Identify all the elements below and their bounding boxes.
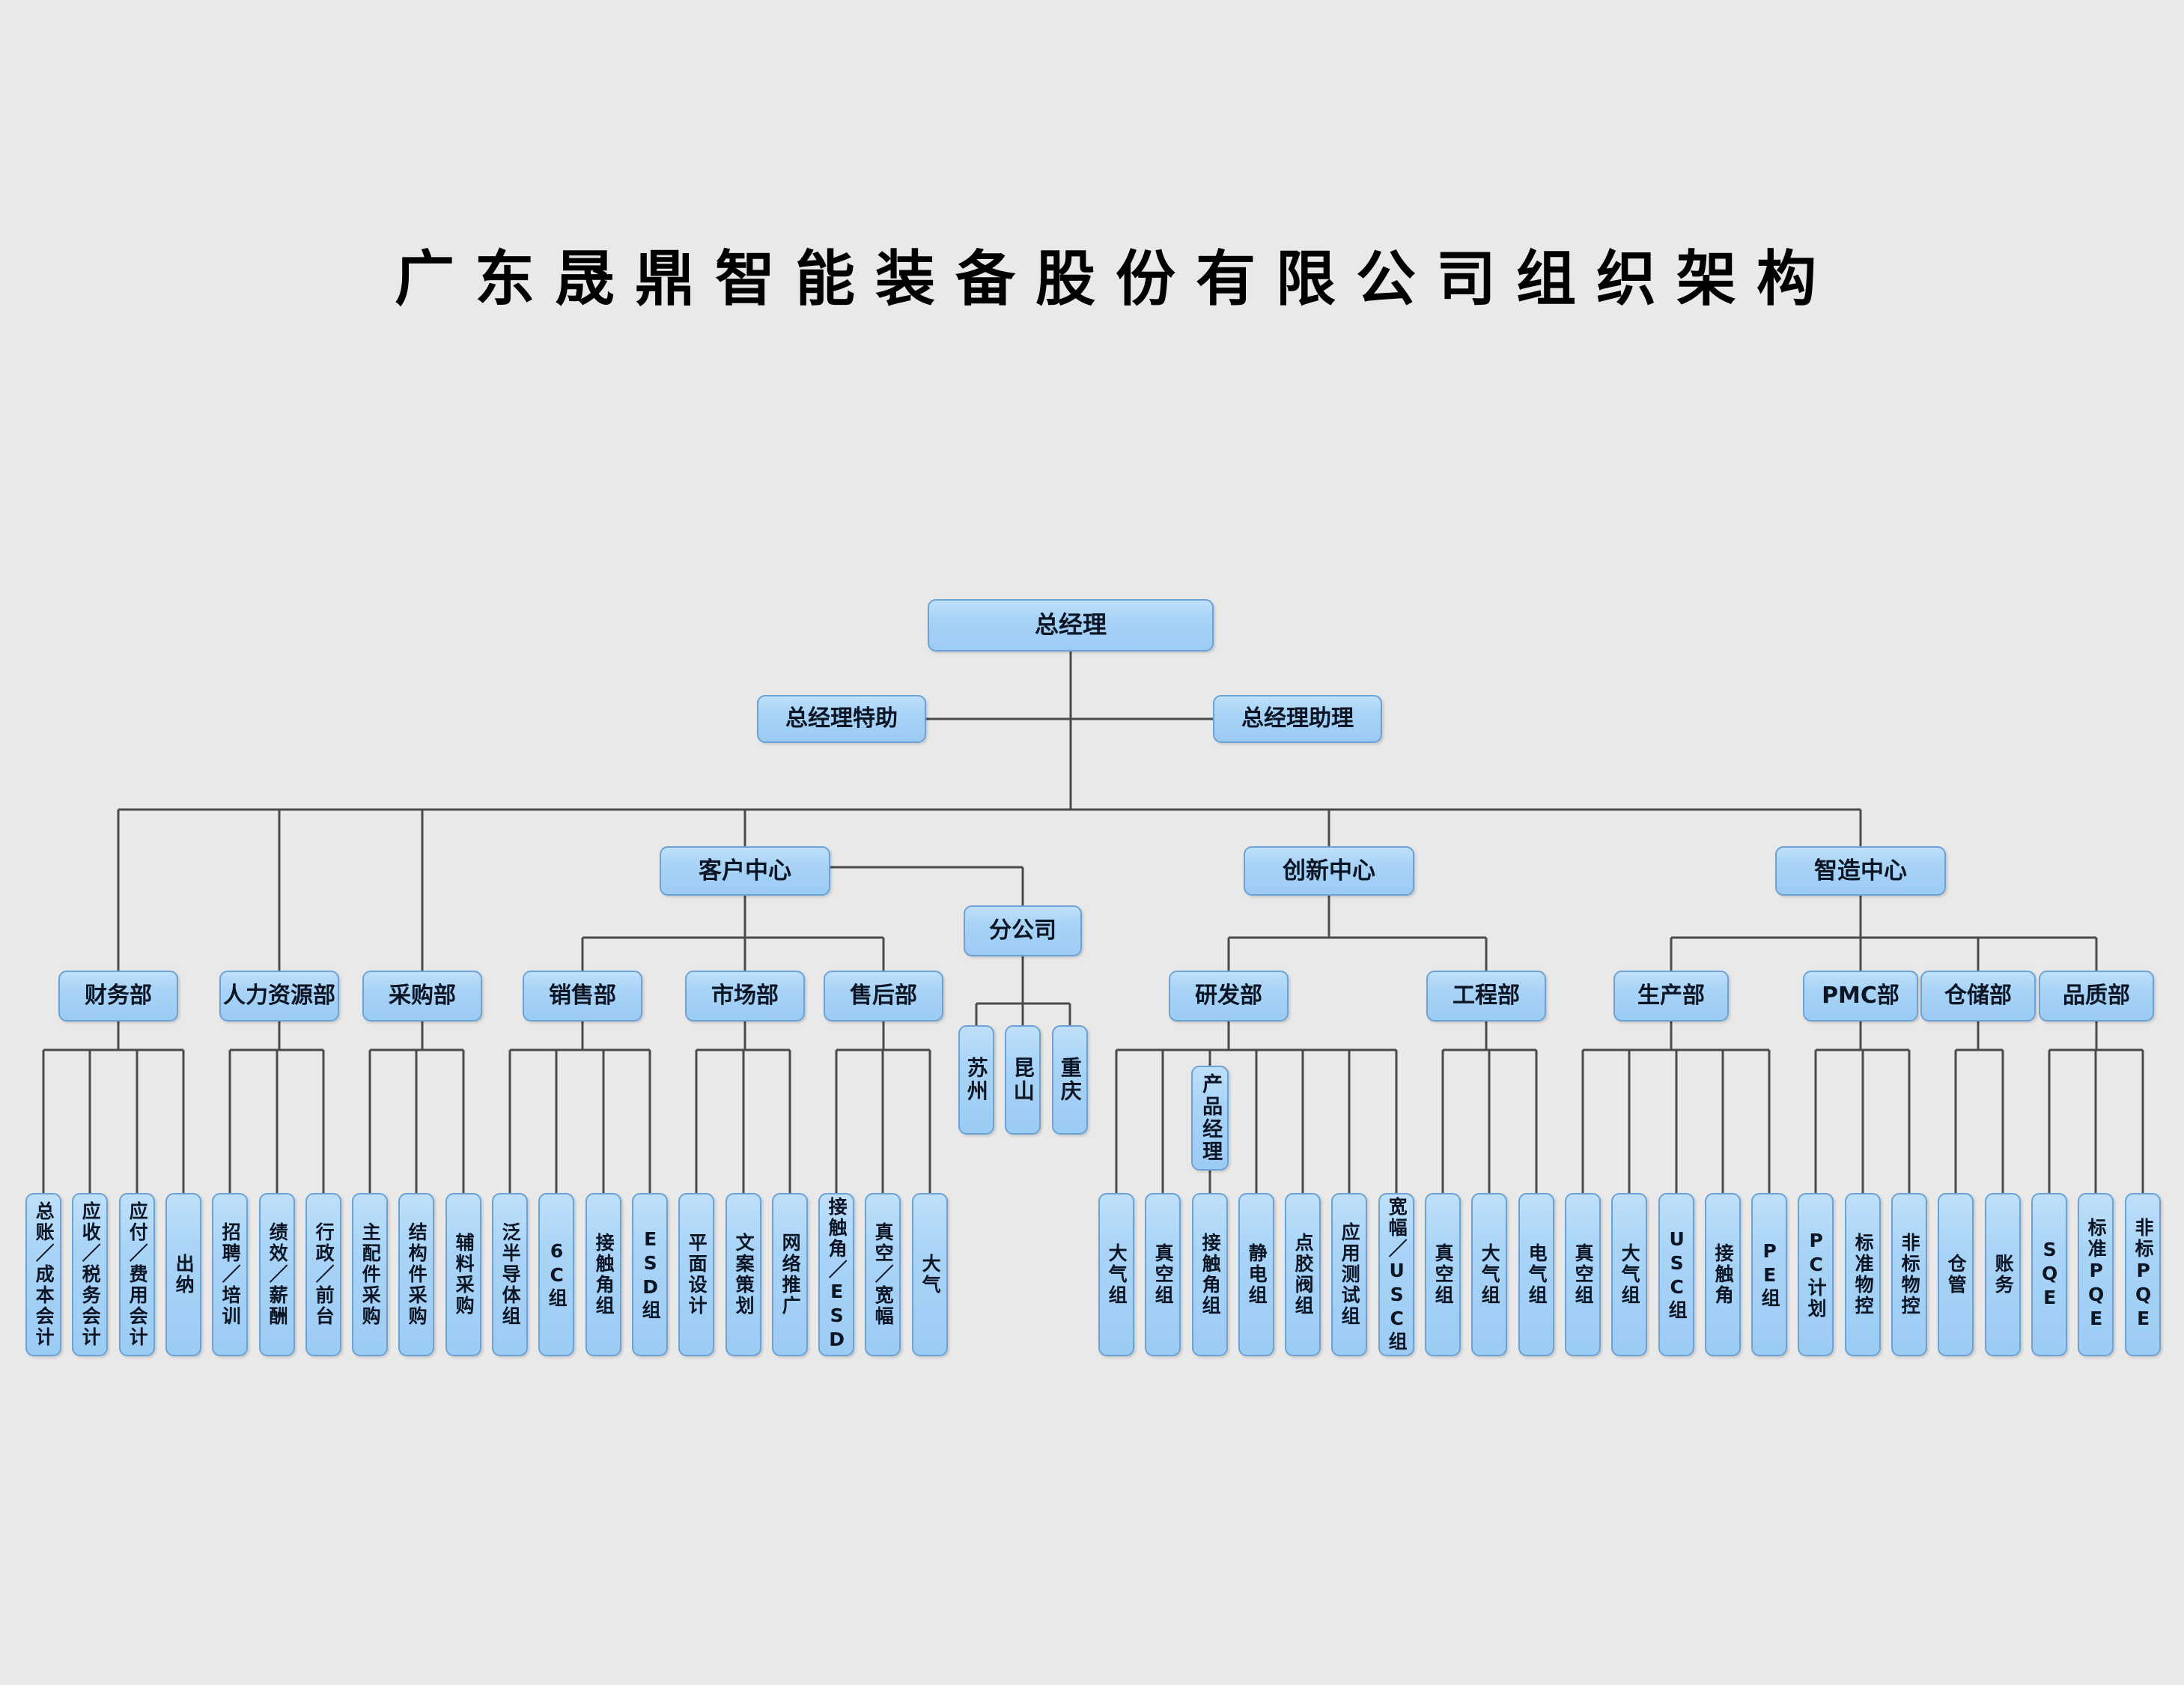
org-node-quality: 品质部 (2039, 971, 2154, 1021)
org-leaf-production-2: USC组 (1658, 1193, 1694, 1356)
org-leaf-marketing-2: 网络推广 (772, 1193, 808, 1356)
org-leaf-aftersales-0: 接触角／ESD (818, 1193, 854, 1356)
org-leaf-production-0: 真空组 (1565, 1193, 1601, 1356)
org-node-hr: 人力资源部 (219, 971, 339, 1021)
org-leaf-branch-company-0: 苏州 (958, 1025, 994, 1135)
org-leaf-hr-2: 行政／前台 (305, 1193, 341, 1356)
org-leaf-pmc-0: PC计划 (1798, 1193, 1834, 1356)
org-node-manufacturing-center: 智造中心 (1775, 846, 1946, 896)
org-leaf-finance-0: 总账／成本会计 (25, 1193, 61, 1356)
org-leaf-purchasing-2: 辅料采购 (445, 1193, 481, 1356)
org-leaf-finance-3: 出纳 (165, 1193, 201, 1356)
org-leaf-finance-2: 应付／费用会计 (119, 1193, 155, 1356)
org-leaf-quality-1: 标准PQE (2078, 1193, 2114, 1356)
org-node-purchasing: 采购部 (362, 971, 482, 1021)
org-node-gm: 总经理 (928, 599, 1214, 652)
org-node-engineering: 工程部 (1426, 971, 1546, 1021)
org-node-product-manager: 产品经理 (1191, 1066, 1229, 1171)
org-leaf-rd-0: 大气组 (1098, 1193, 1134, 1356)
org-leaf-marketing-1: 文案策划 (726, 1193, 761, 1356)
org-node-gm-special: 总经理特助 (757, 695, 926, 743)
org-leaf-sales-2: 接触角组 (585, 1193, 621, 1356)
org-leaf-marketing-0: 平面设计 (678, 1193, 714, 1356)
org-leaf-rd-5: 应用测试组 (1331, 1193, 1367, 1356)
org-node-branch-company: 分公司 (964, 905, 1082, 956)
org-node-sales: 销售部 (523, 971, 642, 1021)
org-leaf-hr-0: 招聘／培训 (212, 1193, 248, 1356)
org-node-aftersales: 售后部 (824, 971, 943, 1021)
org-leaf-rd-1: 真空组 (1145, 1193, 1181, 1356)
org-leaf-engineering-0: 真空组 (1425, 1193, 1461, 1356)
org-leaf-branch-company-2: 重庆 (1052, 1025, 1088, 1135)
org-leaf-sales-0: 泛半导体组 (492, 1193, 528, 1356)
org-leaf-rd-2: 接触角组 (1192, 1193, 1228, 1356)
org-leaf-production-1: 大气组 (1611, 1193, 1647, 1356)
org-leaf-sales-3: ESD组 (632, 1193, 668, 1356)
org-node-customer-center: 客户中心 (660, 846, 830, 896)
org-leaf-rd-4: 点胶阀组 (1285, 1193, 1321, 1356)
org-leaf-aftersales-2: 大气 (912, 1193, 948, 1356)
org-node-marketing: 市场部 (685, 971, 805, 1021)
org-leaf-production-3: 接触角 (1705, 1193, 1741, 1356)
org-node-pmc: PMC部 (1803, 971, 1918, 1021)
org-node-innovation-center: 创新中心 (1244, 846, 1414, 896)
org-leaf-finance-1: 应收／税务会计 (72, 1193, 108, 1356)
org-leaf-purchasing-0: 主配件采购 (352, 1193, 388, 1356)
org-leaf-rd-3: 静电组 (1238, 1193, 1274, 1356)
org-leaf-engineering-2: 电气组 (1518, 1193, 1554, 1356)
page-title: 广东晟鼎智能装备股份有限公司组织架构 (395, 244, 1837, 314)
org-node-finance: 财务部 (58, 971, 178, 1021)
org-leaf-branch-company-1: 昆山 (1005, 1025, 1041, 1135)
org-node-gm-assistant: 总经理助理 (1213, 695, 1382, 743)
org-node-warehouse: 仓储部 (1920, 971, 2036, 1021)
org-node-rd: 研发部 (1169, 971, 1289, 1021)
org-leaf-warehouse-1: 账务 (1985, 1193, 2021, 1356)
org-leaf-rd-6: 宽幅／USC组 (1378, 1193, 1414, 1356)
org-leaf-warehouse-0: 仓管 (1938, 1193, 1974, 1356)
org-leaf-purchasing-1: 结构件采购 (398, 1193, 434, 1356)
org-leaf-quality-0: SQE (2031, 1193, 2067, 1356)
org-node-production: 生产部 (1613, 971, 1729, 1021)
org-leaf-quality-2: 非标PQE (2125, 1193, 2161, 1356)
org-leaf-pmc-2: 非标物控 (1891, 1193, 1927, 1356)
org-leaf-sales-1: 6C组 (538, 1193, 574, 1356)
org-leaf-hr-1: 绩效／薪酬 (259, 1193, 295, 1356)
org-leaf-pmc-1: 标准物控 (1845, 1193, 1881, 1356)
org-leaf-production-4: PE组 (1751, 1193, 1787, 1356)
org-leaf-engineering-1: 大气组 (1471, 1193, 1507, 1356)
org-leaf-aftersales-1: 真空／宽幅 (865, 1193, 901, 1356)
